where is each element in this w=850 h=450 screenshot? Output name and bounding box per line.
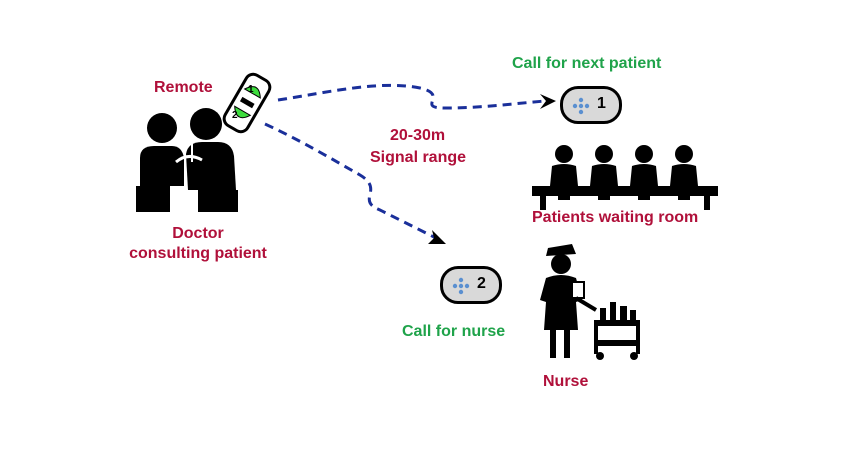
arrowhead-to-nurse-pager <box>428 230 446 244</box>
nurse-pager: 2 <box>440 266 502 304</box>
range-label-line1: 20-30m <box>390 127 446 144</box>
doctor-patient-icon <box>136 108 238 212</box>
range-label-line2: Signal range <box>370 149 467 166</box>
seated-patient-2 <box>590 145 618 200</box>
remote-label: Remote <box>154 79 213 96</box>
remote-button-2-label: 2 <box>232 110 238 121</box>
nurse-label: Nurse <box>543 373 589 390</box>
waiting-room-label: Patients waiting room <box>532 209 699 226</box>
arrowhead-to-patient-pager <box>540 94 556 109</box>
nurse-icon <box>540 244 640 360</box>
call-nurse-label: Call for nurse <box>402 323 506 340</box>
patient-pager-number: 1 <box>597 95 606 112</box>
remote-control-icon <box>222 72 272 134</box>
signal-line-to-nurse-pager <box>264 122 441 242</box>
pager-dots-icon <box>452 277 470 295</box>
signal-line-to-patient-pager <box>277 83 546 110</box>
doctor-label-line1: Doctor <box>172 225 224 242</box>
patient-pager: 1 <box>560 86 622 124</box>
pager-dots-icon <box>572 97 590 115</box>
seated-patient-3 <box>630 145 658 200</box>
seated-patient-1 <box>550 145 578 200</box>
doctor-label-line2: consulting patient <box>129 245 267 262</box>
seated-patient-4 <box>670 145 698 200</box>
waiting-patients-icon <box>532 145 718 210</box>
nurse-pager-number: 2 <box>477 275 486 292</box>
call-next-patient-label: Call for next patient <box>512 55 662 72</box>
remote-button-1-label: 1 <box>248 84 254 95</box>
